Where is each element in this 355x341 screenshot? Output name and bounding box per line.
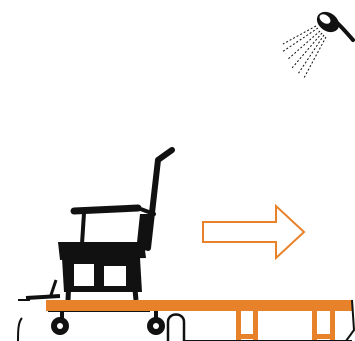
caster-wheel [51,317,69,335]
right-arrow-icon [203,206,304,258]
water-spray [282,26,326,78]
transfer-platform [18,300,354,341]
caster-wheel [147,317,165,335]
shower-head-icon [282,8,353,78]
